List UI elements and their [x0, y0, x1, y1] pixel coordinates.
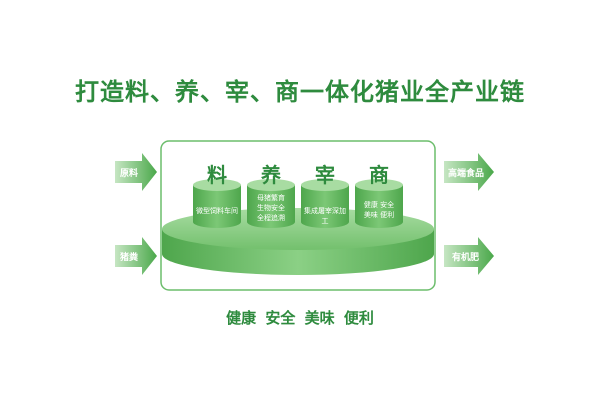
stage-char-breeding: 养 [261, 163, 281, 187]
diagram-title: 打造料、养、宰、商一体化猪业全产业链 [75, 78, 525, 106]
desc-line: 生物安全 [257, 204, 285, 212]
cylinder-commerce-label: 健康 安全 美味 便利 [355, 200, 403, 220]
output-label-fertilizer: 有机肥 [452, 253, 480, 263]
cylinder-feed [193, 179, 241, 228]
desc-line: 微型饲料车间 [196, 207, 238, 215]
cylinder-feed-label: 微型饲料车间 [193, 206, 241, 216]
diagram-frame [160, 140, 436, 291]
cylinder-slaughter-label: 集成屠宰深加工 [301, 206, 349, 226]
input-arrow-raw-material [115, 153, 157, 191]
input-label-manure: 猪粪 [120, 253, 139, 263]
stage-char-commerce: 商 [369, 163, 389, 187]
cylinder-slaughter [301, 179, 349, 228]
output-label-premium-food: 高端食品 [448, 169, 485, 179]
desc-line: 全程追溯 [257, 214, 285, 222]
stage-char-slaughter: 宰 [315, 163, 335, 187]
stage-char-feed: 料 [207, 163, 227, 187]
input-arrow-manure [115, 237, 157, 275]
desc-line: 健康 安全 [363, 201, 395, 209]
desc-line: 集成屠宰深加工 [304, 207, 346, 225]
desc-line: 母猪繁育 [257, 194, 285, 202]
output-arrow-fertilizer [444, 237, 494, 275]
input-label-raw-material: 原料 [120, 169, 139, 179]
output-arrow-premium-food [444, 153, 494, 191]
cylinder-breeding [247, 179, 295, 228]
desc-line: 美味 便利 [363, 211, 395, 219]
cylinder-commerce [355, 179, 403, 228]
diagram-footer: 健康 安全 美味 便利 [226, 309, 374, 327]
cylinder-breeding-label: 母猪繁育 生物安全 全程追溯 [247, 193, 295, 223]
